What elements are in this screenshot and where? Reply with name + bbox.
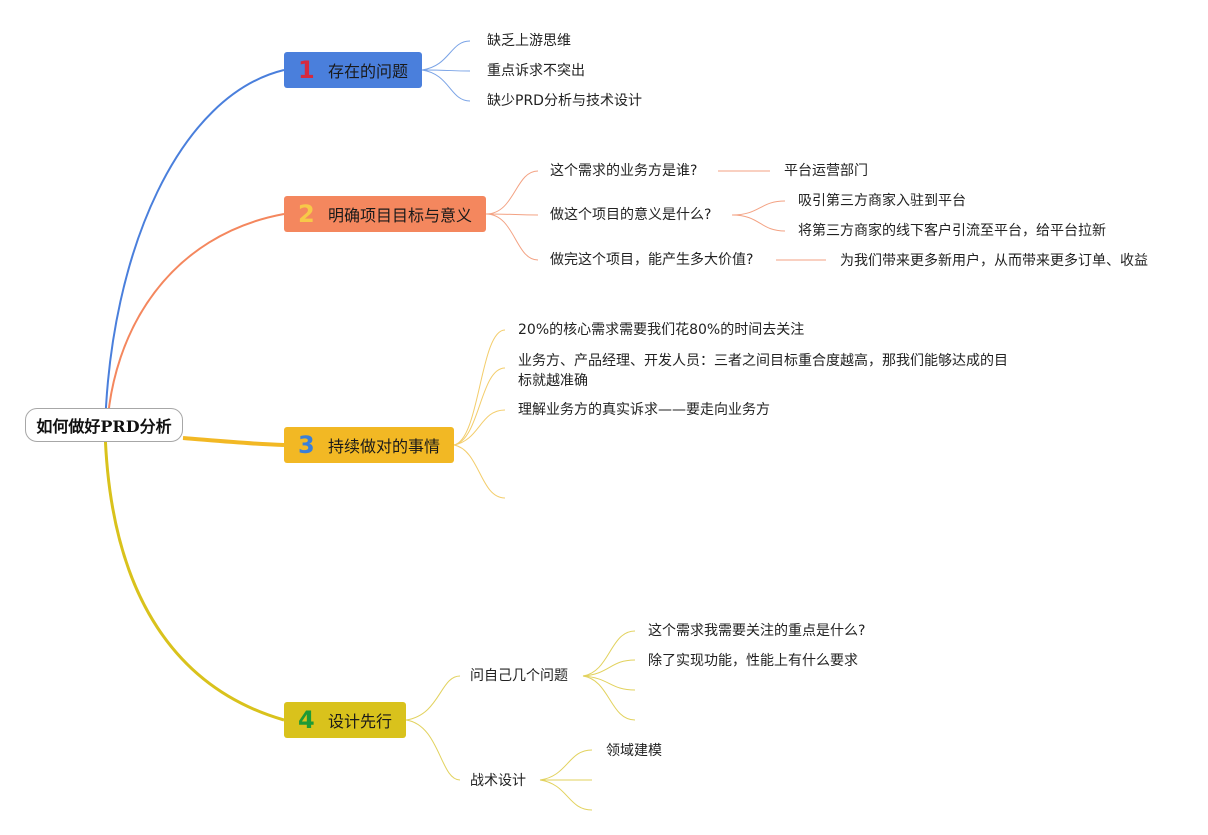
connector-root-b1 [104, 69, 285, 431]
connector-b1-c1 [421, 40, 471, 71]
connector-b2-c3 [485, 213, 539, 261]
subtopic-b1-2[interactable]: 重点诉求不突出 [487, 63, 585, 79]
subtopic-b3-3[interactable]: 理解业务方的真实诉求——要走向业务方 [518, 402, 770, 418]
root-topic-label: 如何做好PRD分析 [36, 417, 172, 436]
connector-b3-c1 [453, 329, 506, 446]
topic-label: 存在的问题 [328, 62, 409, 81]
connector-b3-c4 [453, 444, 506, 499]
connector-b3-c3 [453, 409, 506, 446]
connector-b3-c2 [453, 367, 506, 446]
leaf-b2-2-2[interactable]: 将第三方商家的线下客户引流至平台，给平台拉新 [798, 223, 1106, 239]
connector-root-b4 [103, 429, 285, 722]
connector-b2-c1 [485, 170, 539, 215]
subtopic-b2-3[interactable]: 做完这个项目，能产生多大价值? [550, 252, 754, 268]
connector-b4-c1-leaf2 [582, 659, 636, 677]
number-3-icon: 3 [298, 431, 315, 459]
leaf-b2-3-1[interactable]: 为我们带来更多新用户，从而带来更多订单、收益 [840, 253, 1148, 269]
topic-clarify-goals[interactable]: 2 明确项目目标与意义 [284, 196, 486, 232]
connector-b1-c2 [421, 69, 471, 72]
topic-existing-problems[interactable]: 1 存在的问题 [284, 52, 422, 88]
topic-keep-doing-right[interactable]: 3 持续做对的事情 [284, 427, 454, 463]
topic-label: 明确项目目标与意义 [328, 206, 473, 225]
connector-root-b2 [106, 213, 285, 431]
topic-design-first[interactable]: 4 设计先行 [284, 702, 406, 738]
leaf-b2-2-1[interactable]: 吸引第三方商家入驻到平台 [798, 193, 966, 209]
leaf-b2-1-1[interactable]: 平台运营部门 [784, 163, 868, 179]
topic-label: 持续做对的事情 [328, 437, 441, 456]
number-1-icon: 1 [298, 56, 315, 84]
connector-b2-c2 [485, 213, 539, 216]
leaf-b4-1-2[interactable]: 除了实现功能，性能上有什么要求 [648, 653, 858, 669]
subtopic-b1-1[interactable]: 缺乏上游思维 [487, 33, 571, 49]
connector-b4-c1 [405, 675, 461, 721]
subtopic-b4-1[interactable]: 问自己几个问题 [470, 668, 568, 684]
connector-b2-c2-leaf1 [731, 200, 786, 216]
connector-b4-c2 [405, 719, 461, 781]
connector-b2-c2-leaf2 [731, 214, 786, 232]
connector-b1-c3 [421, 69, 471, 102]
leaf-b4-2-1[interactable]: 领域建模 [606, 743, 662, 759]
number-4-icon: 4 [298, 706, 315, 734]
connector-b4-c2-leaf1 [539, 749, 593, 781]
connector-b4-c1-leaf3 [582, 675, 636, 691]
subtopic-b1-3[interactable]: 缺少PRD分析与技术设计 [487, 93, 642, 109]
subtopic-b3-2[interactable]: 业务方、产品经理、开发人员：三者之间目标重合度越高，那我们能够达成的目标就越准确 [518, 353, 1008, 389]
subtopic-b4-2[interactable]: 战术设计 [470, 773, 526, 789]
number-2-icon: 2 [298, 200, 315, 228]
connector-b4-c2-leaf3 [539, 779, 593, 811]
leaf-b4-1-1[interactable]: 这个需求我需要关注的重点是什么? [648, 623, 866, 639]
root-topic[interactable]: 如何做好PRD分析 [25, 408, 183, 442]
connector-root-b3 [182, 436, 285, 447]
connector-b4-c1-leaf1 [582, 630, 636, 677]
subtopic-b2-2[interactable]: 做这个项目的意义是什么? [550, 207, 712, 223]
connector-b4-c1-leaf4 [582, 675, 636, 721]
subtopic-b3-1[interactable]: 20%的核心需求需要我们花80%的时间去关注 [518, 322, 805, 338]
topic-label: 设计先行 [328, 712, 393, 731]
subtopic-b2-1[interactable]: 这个需求的业务方是谁? [550, 163, 698, 179]
